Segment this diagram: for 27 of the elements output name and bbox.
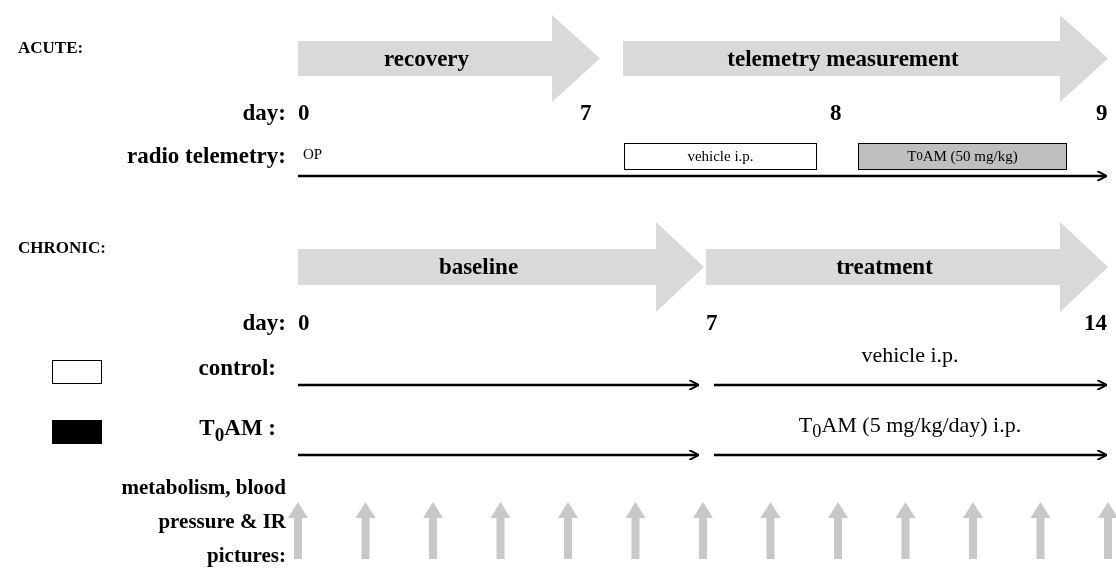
row-label: radio telemetry: [127, 143, 286, 169]
day-number: 0 [298, 100, 310, 126]
event-label: OP [303, 146, 323, 163]
phase-arrow [623, 15, 1108, 102]
phase-arrow [298, 222, 704, 312]
treatment-box: vehicle i.p. [624, 143, 817, 170]
phase-label: telemetry measurement [726, 44, 960, 73]
day-number: 7 [580, 100, 592, 126]
treatment-label: T$_{0}$AM (5 mg/kg/day) i.p. [798, 412, 1022, 443]
phase-label: treatment [835, 253, 934, 281]
row-label: metabolism, blood pressure & IR pictures: [121, 474, 286, 569]
phase-label: baseline [437, 253, 520, 281]
day-number: 8 [830, 100, 842, 126]
day-number: 7 [706, 310, 718, 336]
section-heading: CHRONIC: [18, 238, 106, 258]
phase-label: recovery [382, 44, 471, 73]
axis-label: day: [242, 100, 286, 126]
treatment-label: vehicle i.p. [861, 342, 959, 368]
section-heading: ACUTE: [18, 38, 84, 58]
legend-label: control: [198, 355, 276, 381]
day-number: 14 [1084, 310, 1107, 336]
phase-arrow [298, 15, 600, 102]
day-number: 0 [298, 310, 310, 336]
legend-label: T$_{0}$AM : [199, 415, 276, 446]
day-number: 9 [1096, 100, 1108, 126]
phase-arrow [706, 222, 1108, 312]
axis-label: day: [242, 310, 286, 336]
